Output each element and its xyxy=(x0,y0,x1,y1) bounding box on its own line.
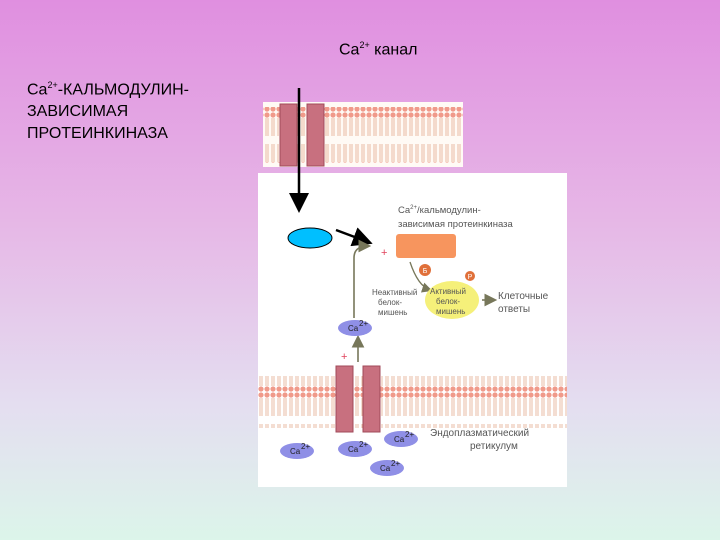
ca-ion-2: Ca2+ xyxy=(384,430,418,447)
svg-text:Ca: Ca xyxy=(394,435,405,444)
er-label-line2: ретикулум xyxy=(470,441,518,452)
er-membrane xyxy=(258,365,567,433)
channel-protein-right xyxy=(306,103,325,167)
kinase-box xyxy=(396,234,456,258)
svg-text:2+: 2+ xyxy=(359,319,368,328)
response-label-line2: ответы xyxy=(498,304,530,315)
er-channel-left xyxy=(335,365,354,433)
phospho-b-label: Б xyxy=(423,268,428,275)
ca-ion-3: Ca2+ xyxy=(280,442,314,459)
kinase-plus: + xyxy=(381,247,387,259)
ca-ion-4: Ca2+ xyxy=(370,459,404,476)
phospho-b-circle xyxy=(419,264,431,276)
heading-line1: -КАЛЬМОДУЛИН- xyxy=(57,81,189,99)
svg-text:2+: 2+ xyxy=(359,440,368,449)
ca-to-kinase-arrow xyxy=(353,239,372,318)
svg-text:2+: 2+ xyxy=(391,459,400,468)
active-label-line2: белок- xyxy=(436,297,460,306)
kinase-label-line2: зависимая протеинкиназа xyxy=(398,219,513,230)
channel-title: Ca2+ канал xyxy=(339,40,417,59)
svg-text:Ca: Ca xyxy=(380,464,391,473)
heading-sup: 2+ xyxy=(47,80,58,90)
plasma-membrane xyxy=(263,102,463,167)
er-label-line1: Эндоплазматический xyxy=(430,428,529,439)
svg-text:2+: 2+ xyxy=(301,442,310,451)
heading-ca: Ca xyxy=(27,81,48,99)
calmodulin-shape xyxy=(287,227,333,249)
channel-protein-left xyxy=(279,103,298,167)
ca-ion-released: Ca2+ xyxy=(338,319,372,336)
active-label-line3: мишень xyxy=(436,307,465,316)
svg-text:Ca: Ca xyxy=(290,447,301,456)
phospho-p-label: Р xyxy=(468,274,473,281)
title-sup: 2+ xyxy=(359,40,370,50)
inactive-label-line2: белок- xyxy=(378,298,402,307)
response-label-line1: Клеточные xyxy=(498,291,549,302)
phospho-p-circle xyxy=(465,271,475,281)
heading-line2: ЗАВИСИМАЯ xyxy=(27,103,129,121)
heading-line3: ПРОТЕИНКИНАЗА xyxy=(27,125,168,143)
kinase-label-line1: Ca2+/кальмодулин- xyxy=(398,205,481,216)
svg-text:Ca: Ca xyxy=(348,324,359,333)
svg-text:2+: 2+ xyxy=(405,430,414,439)
ca-ion-1: Ca2+ xyxy=(338,440,372,457)
inactive-label-line1: Неактивный xyxy=(372,288,417,297)
title-suffix: канал xyxy=(369,41,418,59)
active-target-shape xyxy=(425,281,479,319)
active-label-line1: Активный xyxy=(430,287,466,296)
phosphorylation-arrow xyxy=(409,261,433,293)
er-channel-right xyxy=(362,365,381,433)
inactive-label-line3: мишень xyxy=(378,308,407,317)
title-ca: Ca xyxy=(339,41,360,59)
er-plus: + xyxy=(341,351,347,363)
kinase-heading: Ca2+-КАЛЬМОДУЛИН- ЗАВИСИМАЯ ПРОТЕИНКИНАЗ… xyxy=(27,74,189,145)
svg-text:Ca: Ca xyxy=(348,445,359,454)
